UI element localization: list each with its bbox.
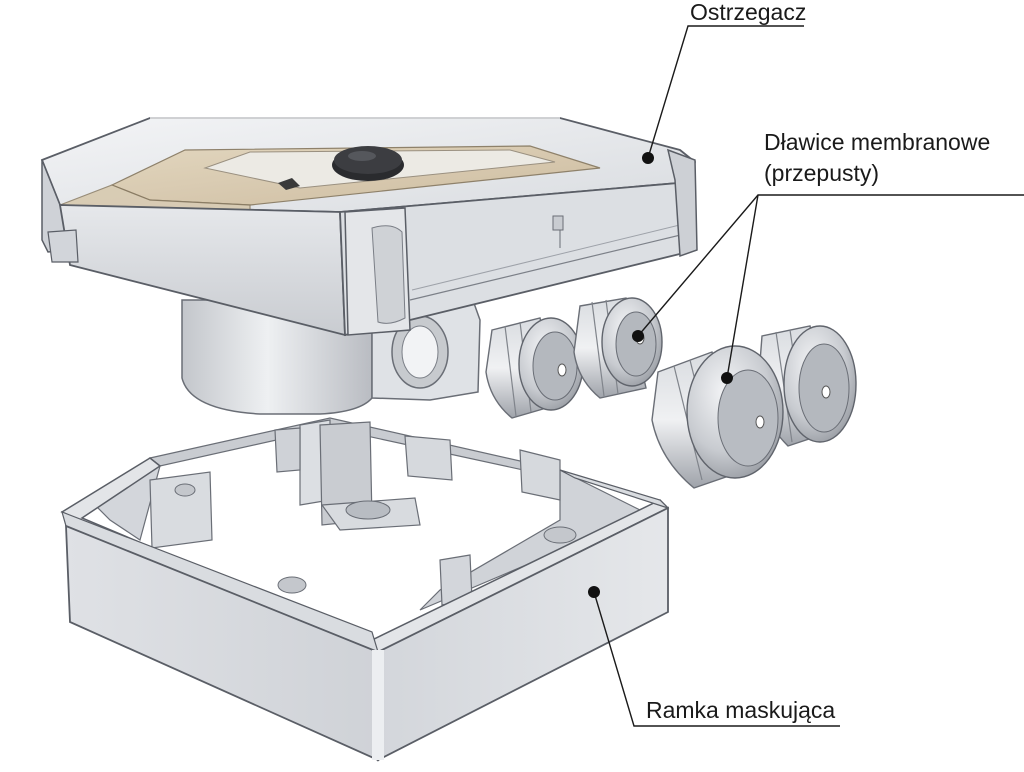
cable-gland-2 [573,297,663,399]
marker-ramka [588,586,600,598]
leader-dlawice-b [726,194,759,379]
label-dlawice-line1: Dławice membranowe [764,129,991,155]
frame-internal-clips [149,419,577,606]
marker-dlawice-b [721,372,733,384]
warning-device-housing [40,117,698,415]
masking-frame [60,417,670,762]
leader-ramka [593,591,840,727]
label-dlawice-line2: (przepusty) [764,160,880,186]
label-ostrzegacz: Ostrzegacz [690,0,807,25]
leader-ostrzegacz [647,25,804,159]
cable-gland-1 [485,317,584,419]
cable-glands [485,297,857,489]
marker-ostrzegacz [642,152,654,164]
marker-dlawice-a [632,330,644,342]
cable-gland-3 [651,345,784,489]
callout-leaders [588,25,1024,727]
label-ramka: Ramka maskująca [646,697,836,723]
